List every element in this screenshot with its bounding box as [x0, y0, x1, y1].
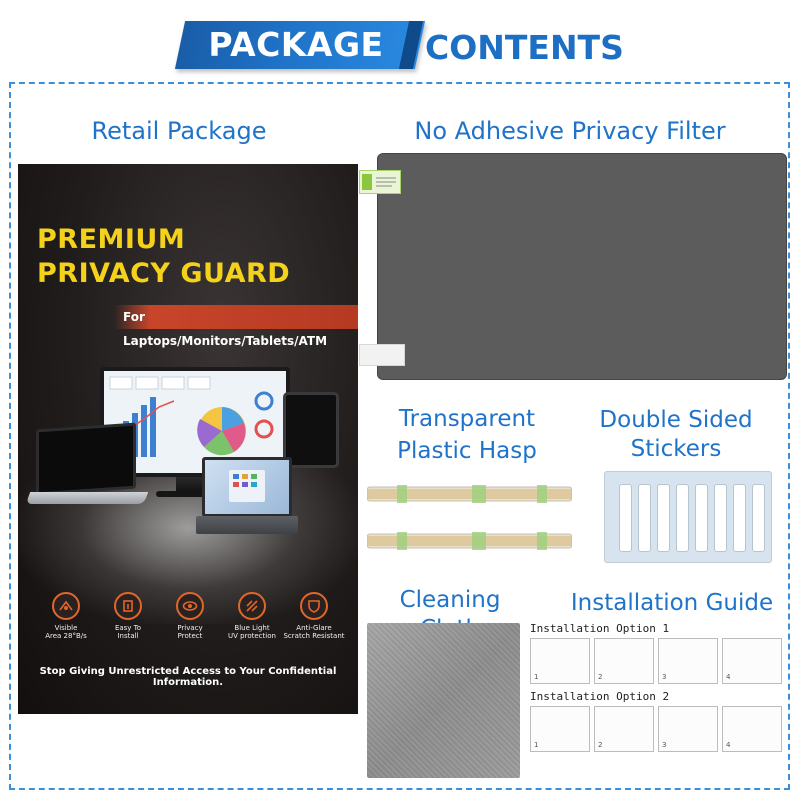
guide-step: 4 — [722, 706, 782, 752]
title-privacy-filter: No Adhesive Privacy Filter — [414, 117, 726, 145]
surface-keyboard — [196, 516, 298, 534]
monitor-device — [100, 367, 290, 477]
monitor-foot — [156, 491, 230, 497]
installation-guide-sheet: Installation Option 1 1 2 3 4 Installati… — [526, 620, 786, 780]
package-band — [114, 305, 358, 329]
feature-5-line1: Anti-Glare — [296, 624, 332, 632]
package-title-line1: PREMIUM — [37, 224, 186, 255]
shield-icon — [300, 592, 328, 620]
filter-pull-tab — [359, 344, 405, 366]
plastic-hasp-2 — [367, 532, 572, 550]
eye-icon — [176, 592, 204, 620]
filter-label-graphic — [362, 174, 396, 190]
title-installation-guide: Installation Guide — [570, 590, 774, 616]
title-stickers: Double Sided Stickers — [588, 406, 764, 464]
sticker-strip — [714, 484, 727, 552]
sticker-strip — [676, 484, 689, 552]
retail-package-box: PREMIUM PRIVACY GUARD For Laptops/Monito… — [18, 164, 358, 714]
header-package-text: PACKAGE — [208, 25, 384, 64]
laptop-base — [25, 492, 149, 504]
monitor-screen — [104, 371, 286, 473]
guide-step: 3 — [658, 706, 718, 752]
plastic-hasp-1 — [367, 485, 572, 503]
package-title-line2: PRIVACY GUARD — [37, 258, 291, 289]
guide-step: 2 — [594, 638, 654, 684]
sticker-strip — [657, 484, 670, 552]
sticker-strip — [619, 484, 632, 552]
dashed-frame — [9, 82, 790, 790]
guide-step-number: 3 — [662, 673, 667, 681]
laptop-screen — [36, 422, 136, 496]
feature-2-line1: Easy To — [114, 624, 142, 632]
sticker-strip — [695, 484, 708, 552]
double-sided-stickers — [604, 471, 772, 563]
guide-step-number: 3 — [662, 741, 667, 749]
feature-3-line1: Privacy — [177, 624, 203, 632]
surface-device — [202, 457, 292, 517]
privacy-filter-sheet — [377, 153, 787, 380]
guide-step: 1 — [530, 638, 590, 684]
title-plastic-hasp-line2: Plastic Hasp — [397, 437, 537, 464]
sticker-strip — [733, 484, 746, 552]
guide-step-number: 1 — [534, 673, 539, 681]
title-plastic-hasp-line1: Transparent — [398, 406, 536, 432]
guide-step-number: 2 — [598, 673, 603, 681]
sticker-strip — [638, 484, 651, 552]
package-band-text: For Laptops/Monitors/Tablets/ATM — [123, 310, 328, 348]
title-stickers-line2: Stickers — [630, 435, 722, 462]
filter-label-tab — [359, 170, 401, 194]
guide-step-number: 4 — [726, 741, 731, 749]
guide-option-2: Installation Option 2 — [530, 690, 670, 703]
guide-step: 1 — [530, 706, 590, 752]
package-slogan: Stop Giving Unrestricted Access to Your … — [39, 666, 337, 688]
tablet-device — [283, 392, 339, 468]
title-plastic-hasp: Transparent Plastic Hasp — [372, 405, 562, 466]
title-stickers-line1: Double Sided — [599, 407, 753, 433]
guide-step-number: 2 — [598, 741, 603, 749]
guide-step: 2 — [594, 706, 654, 752]
eye-angle-icon — [52, 592, 80, 620]
feature-4-line1: Blue Light — [234, 624, 270, 632]
guide-option-1: Installation Option 1 — [530, 622, 670, 635]
title-retail-package: Retail Package — [91, 117, 267, 145]
header-contents-text: CONTENTS — [425, 28, 624, 67]
guide-step-number: 4 — [726, 673, 731, 681]
windows-start-graphic — [229, 470, 265, 502]
cleaning-cloth — [367, 623, 520, 778]
guide-step: 4 — [722, 638, 782, 684]
monitor-stand — [176, 477, 210, 493]
feature-3-line2: Protect — [177, 632, 203, 641]
sticker-strip — [752, 484, 765, 552]
feature-1-line2: Area 28°B/s — [45, 632, 87, 641]
guide-step: 3 — [658, 638, 718, 684]
feature-4-line2: UV protection — [228, 632, 276, 641]
light-rays-icon — [238, 592, 266, 620]
guide-step-number: 1 — [534, 741, 539, 749]
feature-2-line2: Install — [117, 632, 139, 641]
feature-1-line1: Visible — [54, 624, 78, 632]
feature-5-line2: Scratch Resistant — [283, 632, 345, 641]
tool-icon — [114, 592, 142, 620]
